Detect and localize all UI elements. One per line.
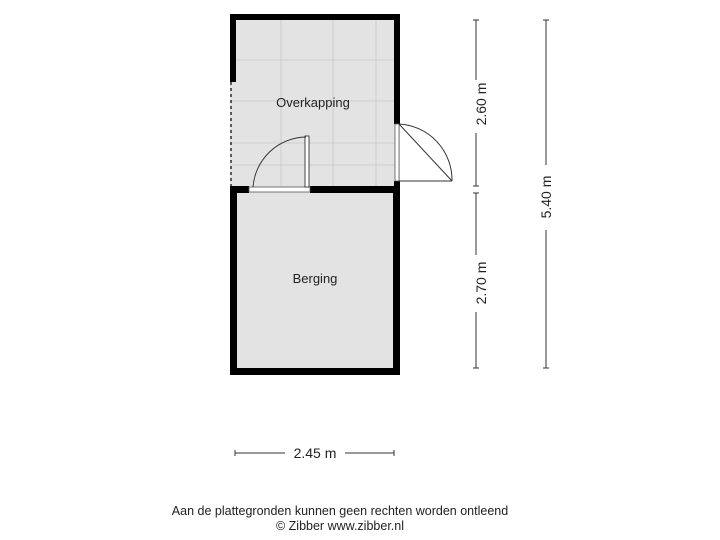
berging-top-wall-right (310, 186, 400, 193)
berging-door (252, 135, 310, 188)
overkapping-top-wall (230, 14, 400, 20)
overkapping-label: Overkapping (276, 95, 350, 110)
berging-label: Berging (293, 271, 338, 286)
overkapping-left-wall (230, 14, 236, 82)
berging-bottom-wall (230, 368, 400, 375)
dimension-bottom-height (473, 192, 479, 369)
room-berging: Berging (230, 135, 400, 375)
footer-copyright: © Zibber www.zibber.nl (275, 519, 404, 533)
dimension-width-label: 2.45 m (294, 445, 337, 461)
overkapping-right-wall-upper (394, 14, 400, 124)
berging-right-wall (393, 186, 400, 375)
berging-door-threshold (248, 186, 311, 193)
side-door-frame (394, 123, 400, 182)
overkapping-tile-grid (230, 19, 395, 186)
dimension-bottom-height-label: 2.70 m (473, 262, 489, 305)
overkapping-right-wall-lower (394, 181, 400, 186)
dimension-total-height-label: 5.40 m (538, 176, 554, 219)
overkapping-floor (230, 14, 400, 186)
berging-left-wall (230, 186, 237, 375)
room-overkapping: Overkapping (230, 14, 453, 186)
footer-disclaimer: Aan de plattegronden kunnen geen rechten… (171, 504, 509, 518)
side-door (398, 123, 453, 182)
dimension-top-height (473, 19, 479, 187)
dimension-width (234, 450, 395, 456)
berging-top-wall-left (230, 186, 249, 193)
dimension-top-height-label: 2.60 m (473, 83, 489, 126)
berging-floor (230, 186, 400, 375)
dimension-total-height (543, 19, 549, 369)
